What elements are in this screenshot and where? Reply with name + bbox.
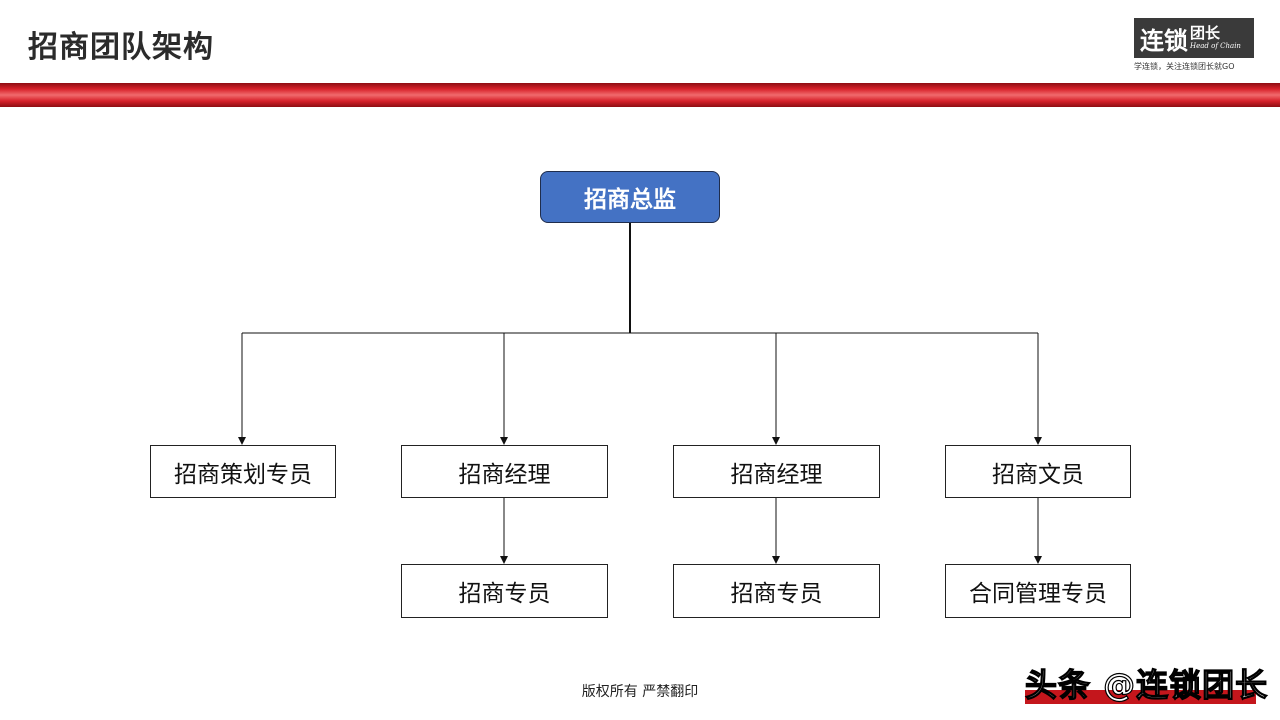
footer-copyright: 版权所有 严禁翻印 (581, 684, 699, 700)
logo-side: 团长 Head of Chain (1190, 26, 1241, 50)
node-investment-specialist-2: 招商专员 (673, 564, 880, 618)
node-investment-manager-2: 招商经理 (673, 445, 880, 498)
node-director: 招商总监 (540, 171, 720, 223)
node-investment-clerk: 招商文员 (945, 445, 1131, 498)
logo-tagline: 学连锁，关注连锁团长就GO (1134, 62, 1235, 71)
header-red-band (0, 83, 1280, 107)
footer-red-bar (1025, 690, 1256, 704)
page-title: 招商团队架构 (28, 30, 214, 65)
watermark-text: 头条 @连锁团长 (1024, 665, 1269, 704)
node-investment-manager-1: 招商经理 (401, 445, 608, 498)
node-investment-specialist-1: 招商专员 (401, 564, 608, 618)
logo-english-text: Head of Chain (1190, 42, 1241, 50)
node-investment-planning-specialist: 招商策划专员 (150, 445, 336, 498)
logo-main-text: 连锁 (1140, 26, 1188, 55)
logo-side-text: 团长 (1190, 24, 1221, 42)
node-contract-management-specialist: 合同管理专员 (945, 564, 1131, 618)
brand-logo: 连锁 团长 Head of Chain (1134, 18, 1254, 58)
